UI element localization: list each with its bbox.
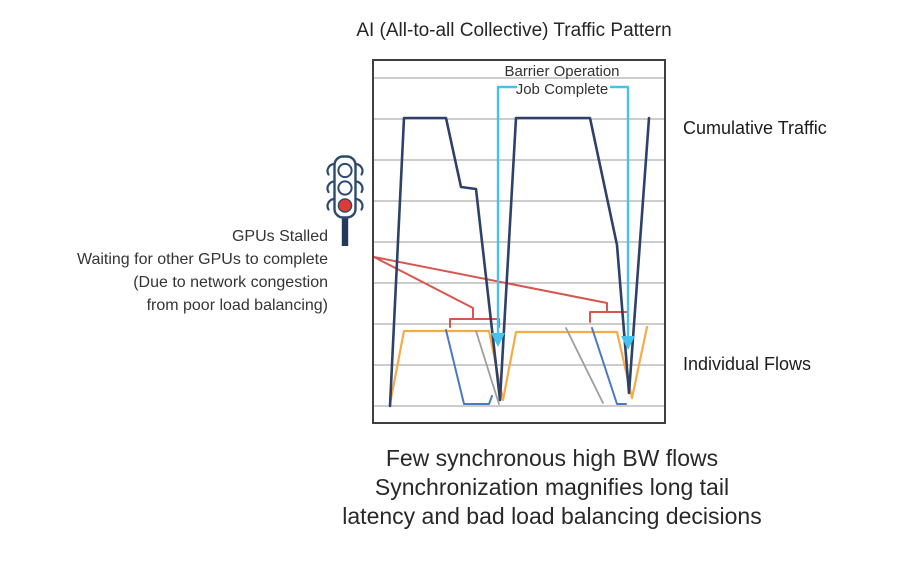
barrier-arrowhead-icon bbox=[621, 336, 635, 350]
traffic-light-red-lamp bbox=[337, 198, 353, 213]
barrier-operation-label: Barrier Operation bbox=[504, 63, 620, 80]
plot-border bbox=[372, 59, 666, 424]
cumulative-traffic-line bbox=[388, 116, 651, 408]
traffic-light-icon bbox=[326, 155, 364, 246]
flow-line-blue-2 bbox=[591, 327, 627, 405]
traffic-light-middle-lamp bbox=[337, 180, 353, 196]
traffic-light-pole bbox=[341, 216, 349, 246]
flow-line-gray-1 bbox=[475, 330, 500, 405]
stall-annotation-line bbox=[373, 256, 608, 313]
gpus-stalled-line: (Due to network congestion bbox=[133, 274, 328, 291]
barrier-arrowhead-icon bbox=[491, 333, 505, 347]
barrier-arrow-line bbox=[610, 85, 630, 336]
flow-line-blue-1 bbox=[445, 329, 493, 405]
caption-line: latency and bad load balancing decisions bbox=[342, 503, 762, 529]
gpus-stalled-line: GPUs Stalled bbox=[231, 228, 328, 245]
barrier-arrow-line bbox=[496, 85, 517, 333]
caption-line: Synchronization magnifies long tail bbox=[374, 474, 730, 500]
job-complete-label: Job Complete bbox=[515, 81, 609, 98]
bottom-caption: Few synchronous high BW flows Synchroniz… bbox=[252, 444, 852, 531]
gpus-stalled-line: from poor load balancing) bbox=[146, 297, 328, 314]
caption-line: Few synchronous high BW flows bbox=[385, 445, 719, 471]
gpus-stalled-line: Waiting for other GPUs to complete bbox=[76, 251, 328, 268]
gpus-stalled-note: GPUs Stalled Waiting for other GPUs to c… bbox=[0, 225, 328, 317]
stall-annotation-line bbox=[373, 256, 474, 320]
figure-title: AI (All-to-all Collective) Traffic Patte… bbox=[356, 20, 672, 41]
flow-line-gray-2 bbox=[565, 327, 604, 404]
individual-flows-label: Individual Flows bbox=[683, 354, 812, 374]
traffic-light-top-lamp bbox=[337, 162, 353, 179]
chart-layer bbox=[372, 59, 666, 424]
cumulative-traffic-label: Cumulative Traffic bbox=[683, 118, 827, 138]
